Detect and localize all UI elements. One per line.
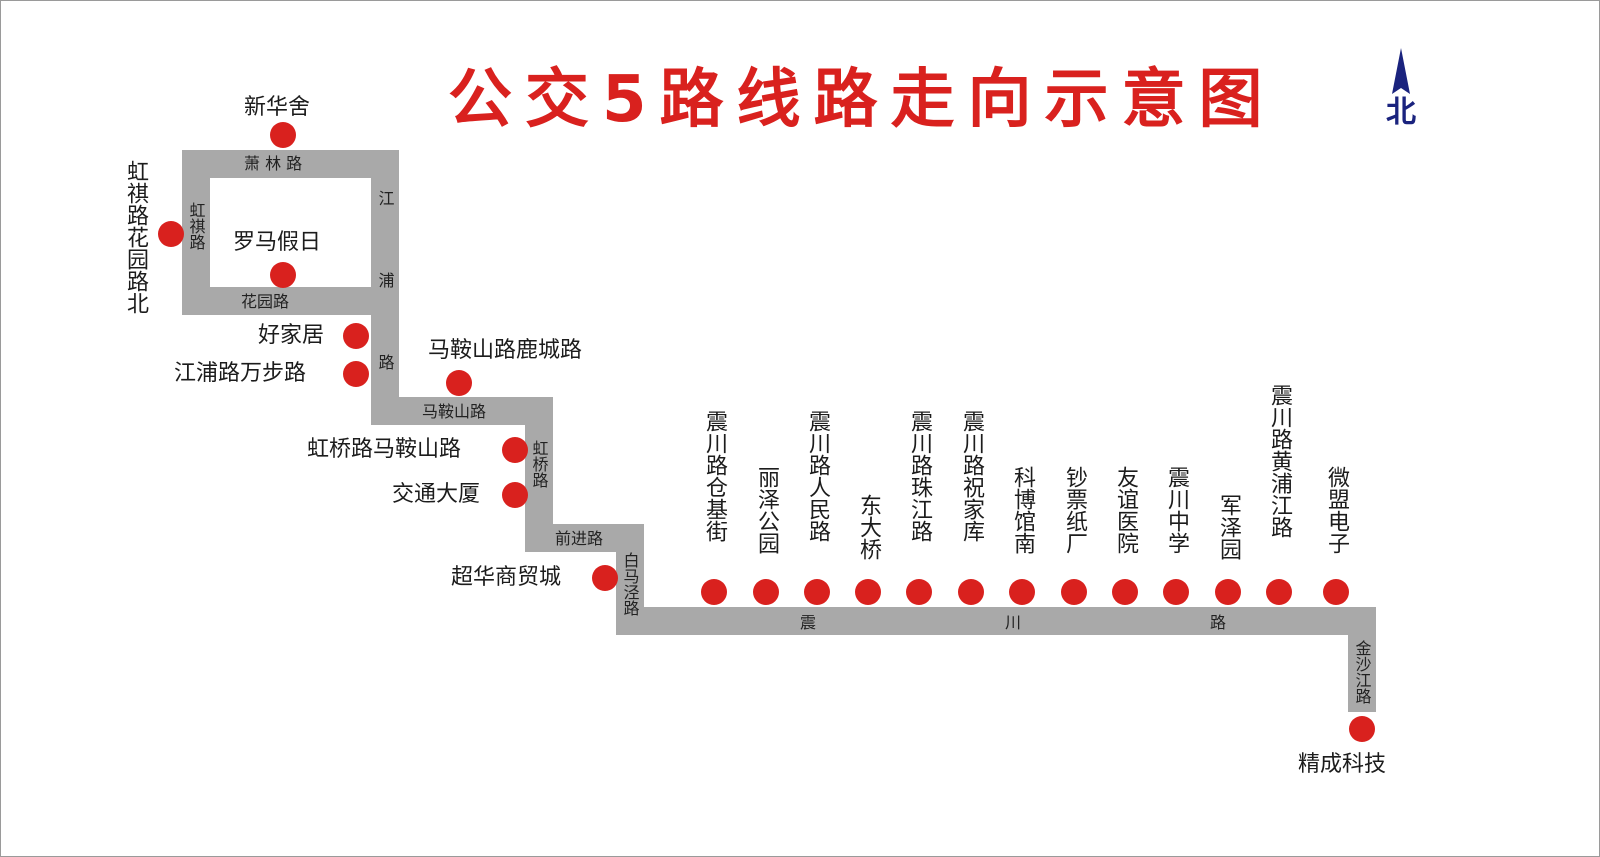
stop-label: 好家居 — [258, 323, 325, 348]
stop-dot — [502, 437, 528, 463]
road-huayuan — [182, 287, 399, 315]
stop-label: 震川路珠江路 — [907, 410, 932, 542]
stop-dot — [701, 579, 727, 605]
road-label-zhenchuan-1: 震 — [800, 613, 817, 632]
stop-dot — [855, 579, 881, 605]
stop-dot — [343, 323, 369, 349]
stop-label: 微盟电子 — [1324, 466, 1349, 554]
stop-dot — [1215, 579, 1241, 605]
stop-dot — [1112, 579, 1138, 605]
road-label-jiangpu-1: 江 — [375, 190, 395, 206]
map-title: 公交5路线路走向示意图 — [448, 63, 1276, 137]
stop-dot — [1009, 579, 1035, 605]
stop-label: 超华商贸城 — [451, 565, 562, 590]
stop-dot — [958, 579, 984, 605]
stop-label: 虹桥路马鞍山路 — [307, 437, 462, 462]
stop-dot — [592, 565, 618, 591]
stop-label: 震川中学 — [1164, 466, 1189, 554]
stop-dot — [804, 579, 830, 605]
road-jiangpu — [371, 150, 399, 425]
road-jinsha — [1348, 607, 1376, 712]
north-arrow-icon — [1392, 48, 1410, 94]
stop-label: 震川路仓基街 — [702, 410, 727, 542]
stop-label: 罗马假日 — [233, 230, 322, 255]
road-label-zhenchuan-2: 川 — [1005, 613, 1022, 632]
stop-label: 交通大厦 — [392, 482, 481, 507]
road-label-xiaolin: 萧 林 路 — [244, 154, 303, 173]
stop-dot — [270, 122, 296, 148]
road-label-zhenchuan-3: 路 — [1210, 613, 1227, 632]
stop-label: 科博馆南 — [1010, 466, 1035, 554]
stop-dot — [1349, 716, 1375, 742]
road-label-huayuan: 花园路 — [241, 292, 290, 311]
stop-label: 震川路祝家库 — [959, 410, 984, 542]
stop-dot — [906, 579, 932, 605]
stop-dot — [1061, 579, 1087, 605]
stop-dot — [1163, 579, 1189, 605]
stop-label: 东大桥 — [856, 494, 881, 560]
stop-label: 江浦路万步路 — [174, 361, 307, 386]
stop-dot — [270, 262, 296, 288]
stop-dot — [753, 579, 779, 605]
road-label-maanshan: 马鞍山路 — [422, 402, 487, 421]
road-label-hongqiao: 虹桥路 — [529, 440, 549, 488]
road-xiaolin — [182, 150, 399, 178]
stop-label: 马鞍山路鹿城路 — [428, 338, 583, 363]
road-maanshan — [371, 397, 553, 425]
stop-dot — [1323, 579, 1349, 605]
stop-label: 友谊医院 — [1113, 466, 1138, 554]
road-label-jinsha: 金沙江路 — [1352, 640, 1372, 704]
road-label-baimajing: 白马泾路 — [620, 552, 640, 616]
stop-label: 新华舍 — [244, 95, 311, 120]
stop-dot — [446, 370, 472, 396]
stop-label: 虹祺路花园路北 — [123, 160, 148, 314]
stop-dot — [343, 361, 369, 387]
road-label-qianjin: 前进路 — [555, 529, 604, 548]
stop-label: 丽泽公园 — [754, 466, 779, 554]
north-label: 北 — [1386, 95, 1416, 130]
road-label-hongqi: 虹祺路 — [186, 202, 206, 250]
stop-label: 军泽园 — [1216, 494, 1241, 560]
road-label-jiangpu-3: 路 — [375, 354, 395, 370]
stop-dot — [158, 221, 184, 247]
stop-label: 钞票纸厂 — [1062, 466, 1087, 554]
stop-label: 震川路黄浦江路 — [1267, 384, 1292, 538]
stop-dot — [502, 482, 528, 508]
road-zhenchuan — [616, 607, 1376, 635]
road-label-jiangpu-2: 浦 — [375, 272, 395, 288]
stop-label: 震川路人民路 — [805, 410, 830, 542]
stop-label: 精成科技 — [1298, 752, 1387, 777]
stop-dot — [1266, 579, 1292, 605]
